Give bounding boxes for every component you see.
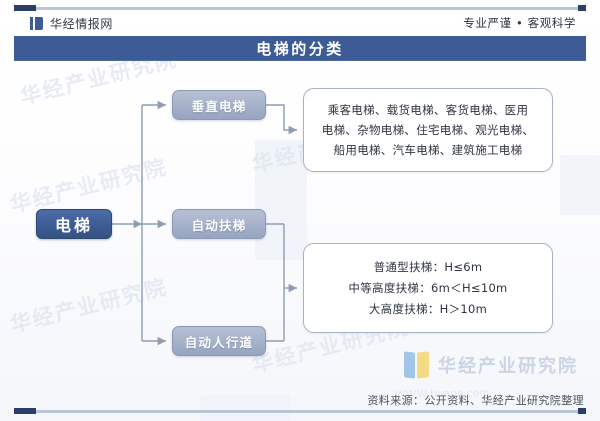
node-label: 自动人行道 (184, 334, 254, 350)
classification-diagram: 电梯 垂直电梯 自动扶梯 自动人行道 乘客电梯、载货电梯、客货电梯、医用 电梯、… (0, 61, 600, 381)
bottom-divider-cap-right (578, 408, 586, 414)
node-branch-vertical-elevator[interactable]: 垂直电梯 (172, 90, 266, 120)
node-label: 垂直电梯 (191, 98, 247, 114)
footer-logo: 华经产业研究院 (404, 351, 578, 379)
book-mark-icon (30, 16, 43, 30)
leaf-line: 乘客电梯、载货电梯、客货电梯、医用 (327, 103, 529, 117)
bottom-divider (14, 410, 586, 413)
source-note: 资料来源：公开资料、华经产业研究院整理 (367, 394, 584, 407)
leaf-text: 乘客电梯、载货电梯、客货电梯、医用 电梯、杂物电梯、住宅电梯、观光电梯、 船用电… (312, 100, 544, 160)
bottom-divider-cap-left (14, 408, 36, 414)
top-divider (14, 7, 586, 10)
node-root-elevator[interactable]: 电梯 (36, 209, 112, 239)
footer-logo-text: 华经产业研究院 (438, 356, 578, 377)
brand: 华经情报网 (14, 15, 113, 32)
header-tagline: 专业严谨 • 客观科学 (463, 16, 576, 30)
leaf-line: 大高度扶梯：H＞10m (368, 301, 488, 316)
leaf-text: 普通型扶梯：H≤6m 中等高度扶梯：6m＜H≤10m 大高度扶梯：H＞10m (338, 257, 517, 320)
page-header: 华经情报网 专业严谨 • 客观科学 (14, 12, 586, 34)
node-label: 自动扶梯 (191, 217, 247, 233)
top-divider-cap-left (14, 5, 36, 11)
leaf-line: 电梯、杂物电梯、住宅电梯、观光电梯、 (321, 123, 535, 137)
node-branch-moving-walkway[interactable]: 自动人行道 (172, 326, 266, 356)
node-branch-escalator[interactable]: 自动扶梯 (172, 209, 266, 239)
brand-name: 华经情报网 (50, 16, 114, 31)
leaf-line: 普通型扶梯：H≤6m (373, 259, 483, 274)
background-blob (200, 395, 290, 421)
page-title: 电梯的分类 (256, 40, 344, 58)
title-banner: 电梯的分类 (14, 36, 586, 61)
leaf-box-vertical-elevator-types: 乘客电梯、载货电梯、客货电梯、医用 电梯、杂物电梯、住宅电梯、观光电梯、 船用电… (303, 88, 553, 172)
top-divider-cap-right (578, 5, 586, 11)
node-label: 电梯 (54, 216, 93, 235)
leaf-box-escalator-height-classes: 普通型扶梯：H≤6m 中等高度扶梯：6m＜H≤10m 大高度扶梯：H＞10m (303, 243, 553, 333)
connector-lines (112, 100, 297, 346)
leaf-line: 船用电梯、汽车电梯、建筑施工电梯 (333, 143, 523, 157)
leaf-line: 中等高度扶梯：6m＜H≤10m (348, 280, 508, 295)
